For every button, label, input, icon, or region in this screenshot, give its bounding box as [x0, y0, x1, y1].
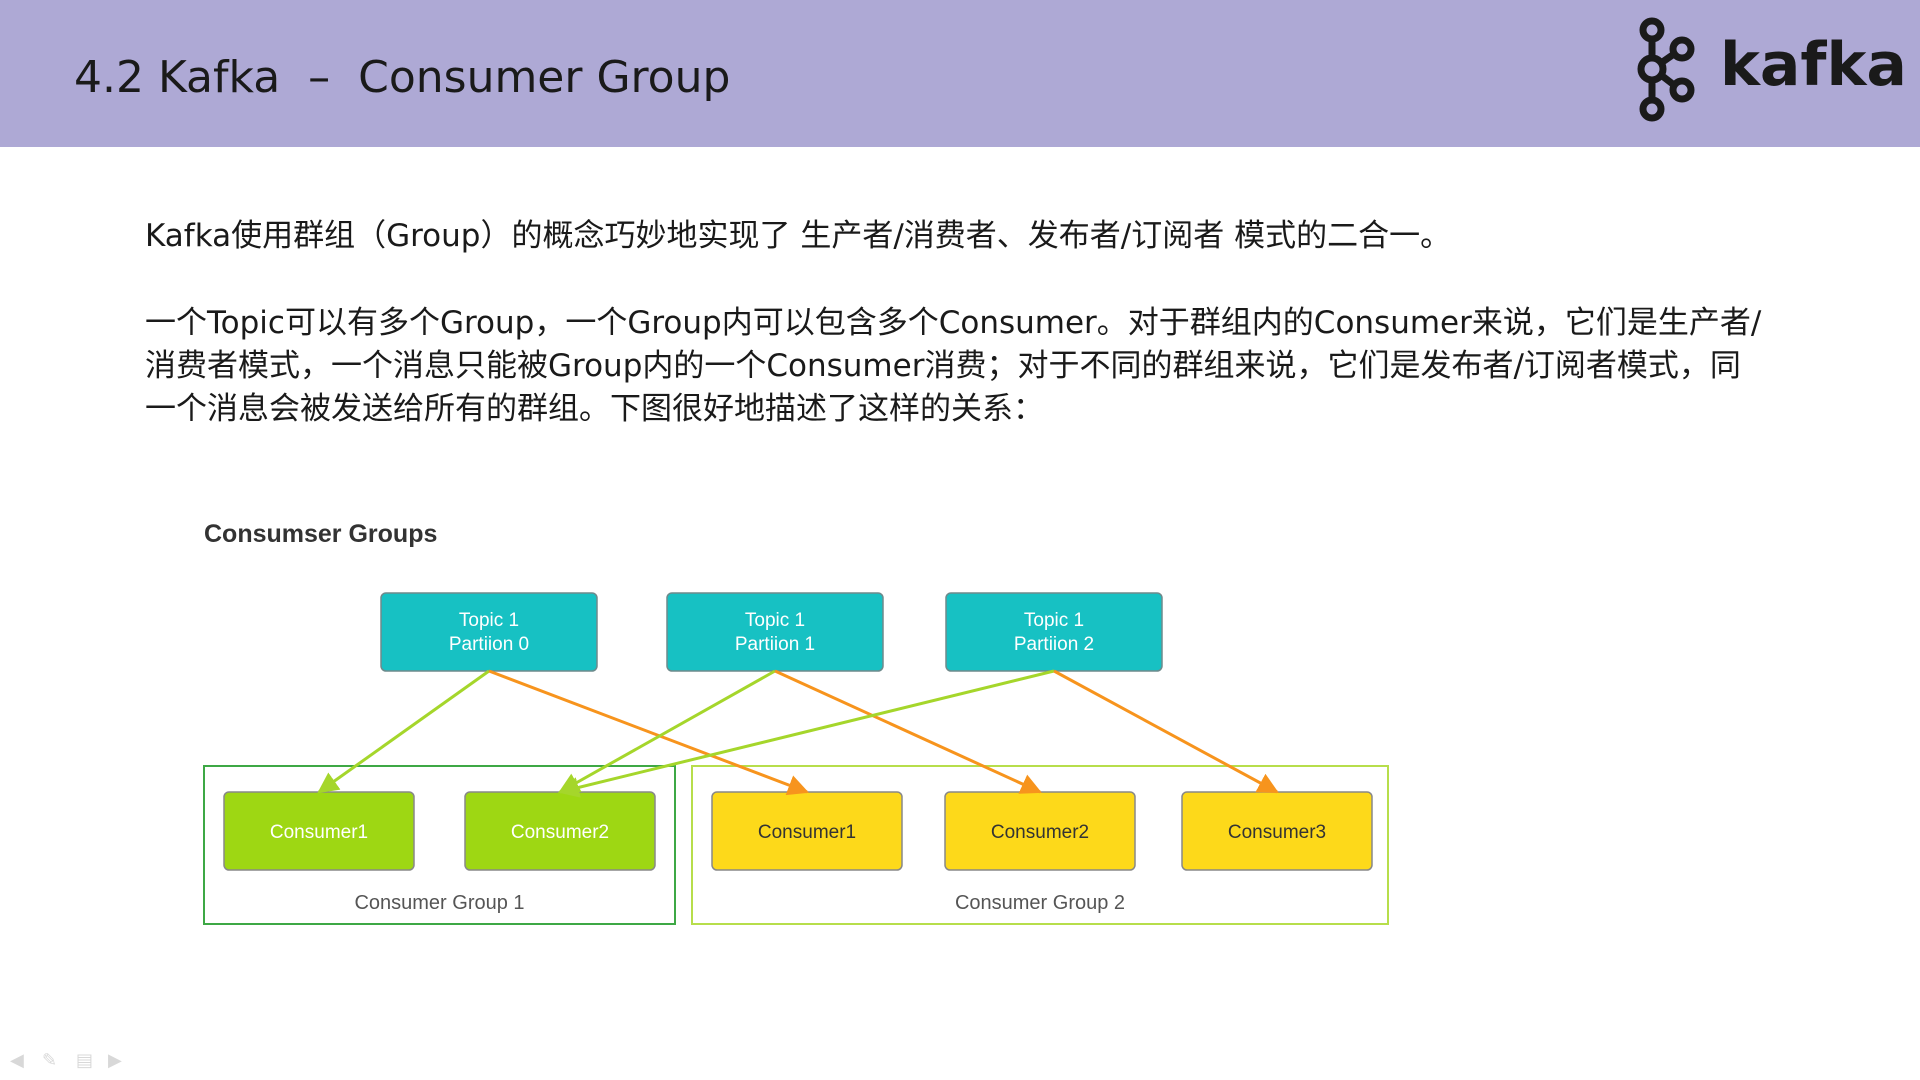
partition-name-label: Partiion 1 — [735, 634, 815, 655]
explanation-paragraph: 一个Topic可以有多个Group，一个Group内可以包含多个Consumer… — [145, 305, 1762, 427]
consumer-group-label: Consumer Group 2 — [955, 892, 1125, 914]
consumer-group-box — [203, 765, 676, 925]
menu-icon[interactable]: ▤ — [76, 1050, 94, 1071]
consumer-group-label: Consumer Group 1 — [354, 892, 524, 914]
edge-arrow — [558, 669, 776, 794]
edge-arrow — [557, 669, 1055, 798]
kafka-logo: kafka — [1630, 8, 1907, 128]
arrow-right-icon[interactable]: ▶ — [108, 1050, 122, 1071]
arrow-left-icon[interactable]: ◀ — [10, 1050, 24, 1071]
partition-topic-label: Topic 1 — [1024, 610, 1084, 631]
consumer-label: Consumer1 — [270, 822, 368, 843]
consumer-label: Consumer2 — [511, 822, 609, 843]
slide-header: 4.2 Kafka – Consumer Group kafka — [0, 0, 1920, 147]
partition-topic-label: Topic 1 — [745, 610, 805, 631]
edge-arrow — [317, 669, 490, 794]
edge-arrow — [1053, 669, 1279, 794]
edge-arrow — [488, 669, 809, 796]
diagram-title: Consumser Groups — [204, 520, 437, 548]
consumer-label: Consumer2 — [991, 822, 1089, 843]
slide-title: 4.2 Kafka – Consumer Group — [74, 52, 731, 103]
consumer-label: Consumer1 — [758, 822, 856, 843]
pen-icon[interactable]: ✎ — [42, 1050, 58, 1071]
partition-box — [380, 592, 598, 672]
kafka-logo-text: kafka — [1720, 30, 1907, 100]
consumer-label: Consumer3 — [1228, 822, 1326, 843]
edge-arrow — [774, 669, 1042, 794]
intro-paragraph: Kafka使用群组（Group）的概念巧妙地实现了 生产者/消费者、发布者/订阅… — [145, 218, 1452, 254]
partition-box — [945, 592, 1163, 672]
partition-name-label: Partiion 2 — [1014, 634, 1094, 655]
partition-name-label: Partiion 0 — [449, 634, 529, 655]
partition-box — [666, 592, 884, 672]
kafka-logo-icon — [1637, 17, 1695, 122]
consumer-group-box — [691, 765, 1389, 925]
partition-topic-label: Topic 1 — [459, 610, 519, 631]
